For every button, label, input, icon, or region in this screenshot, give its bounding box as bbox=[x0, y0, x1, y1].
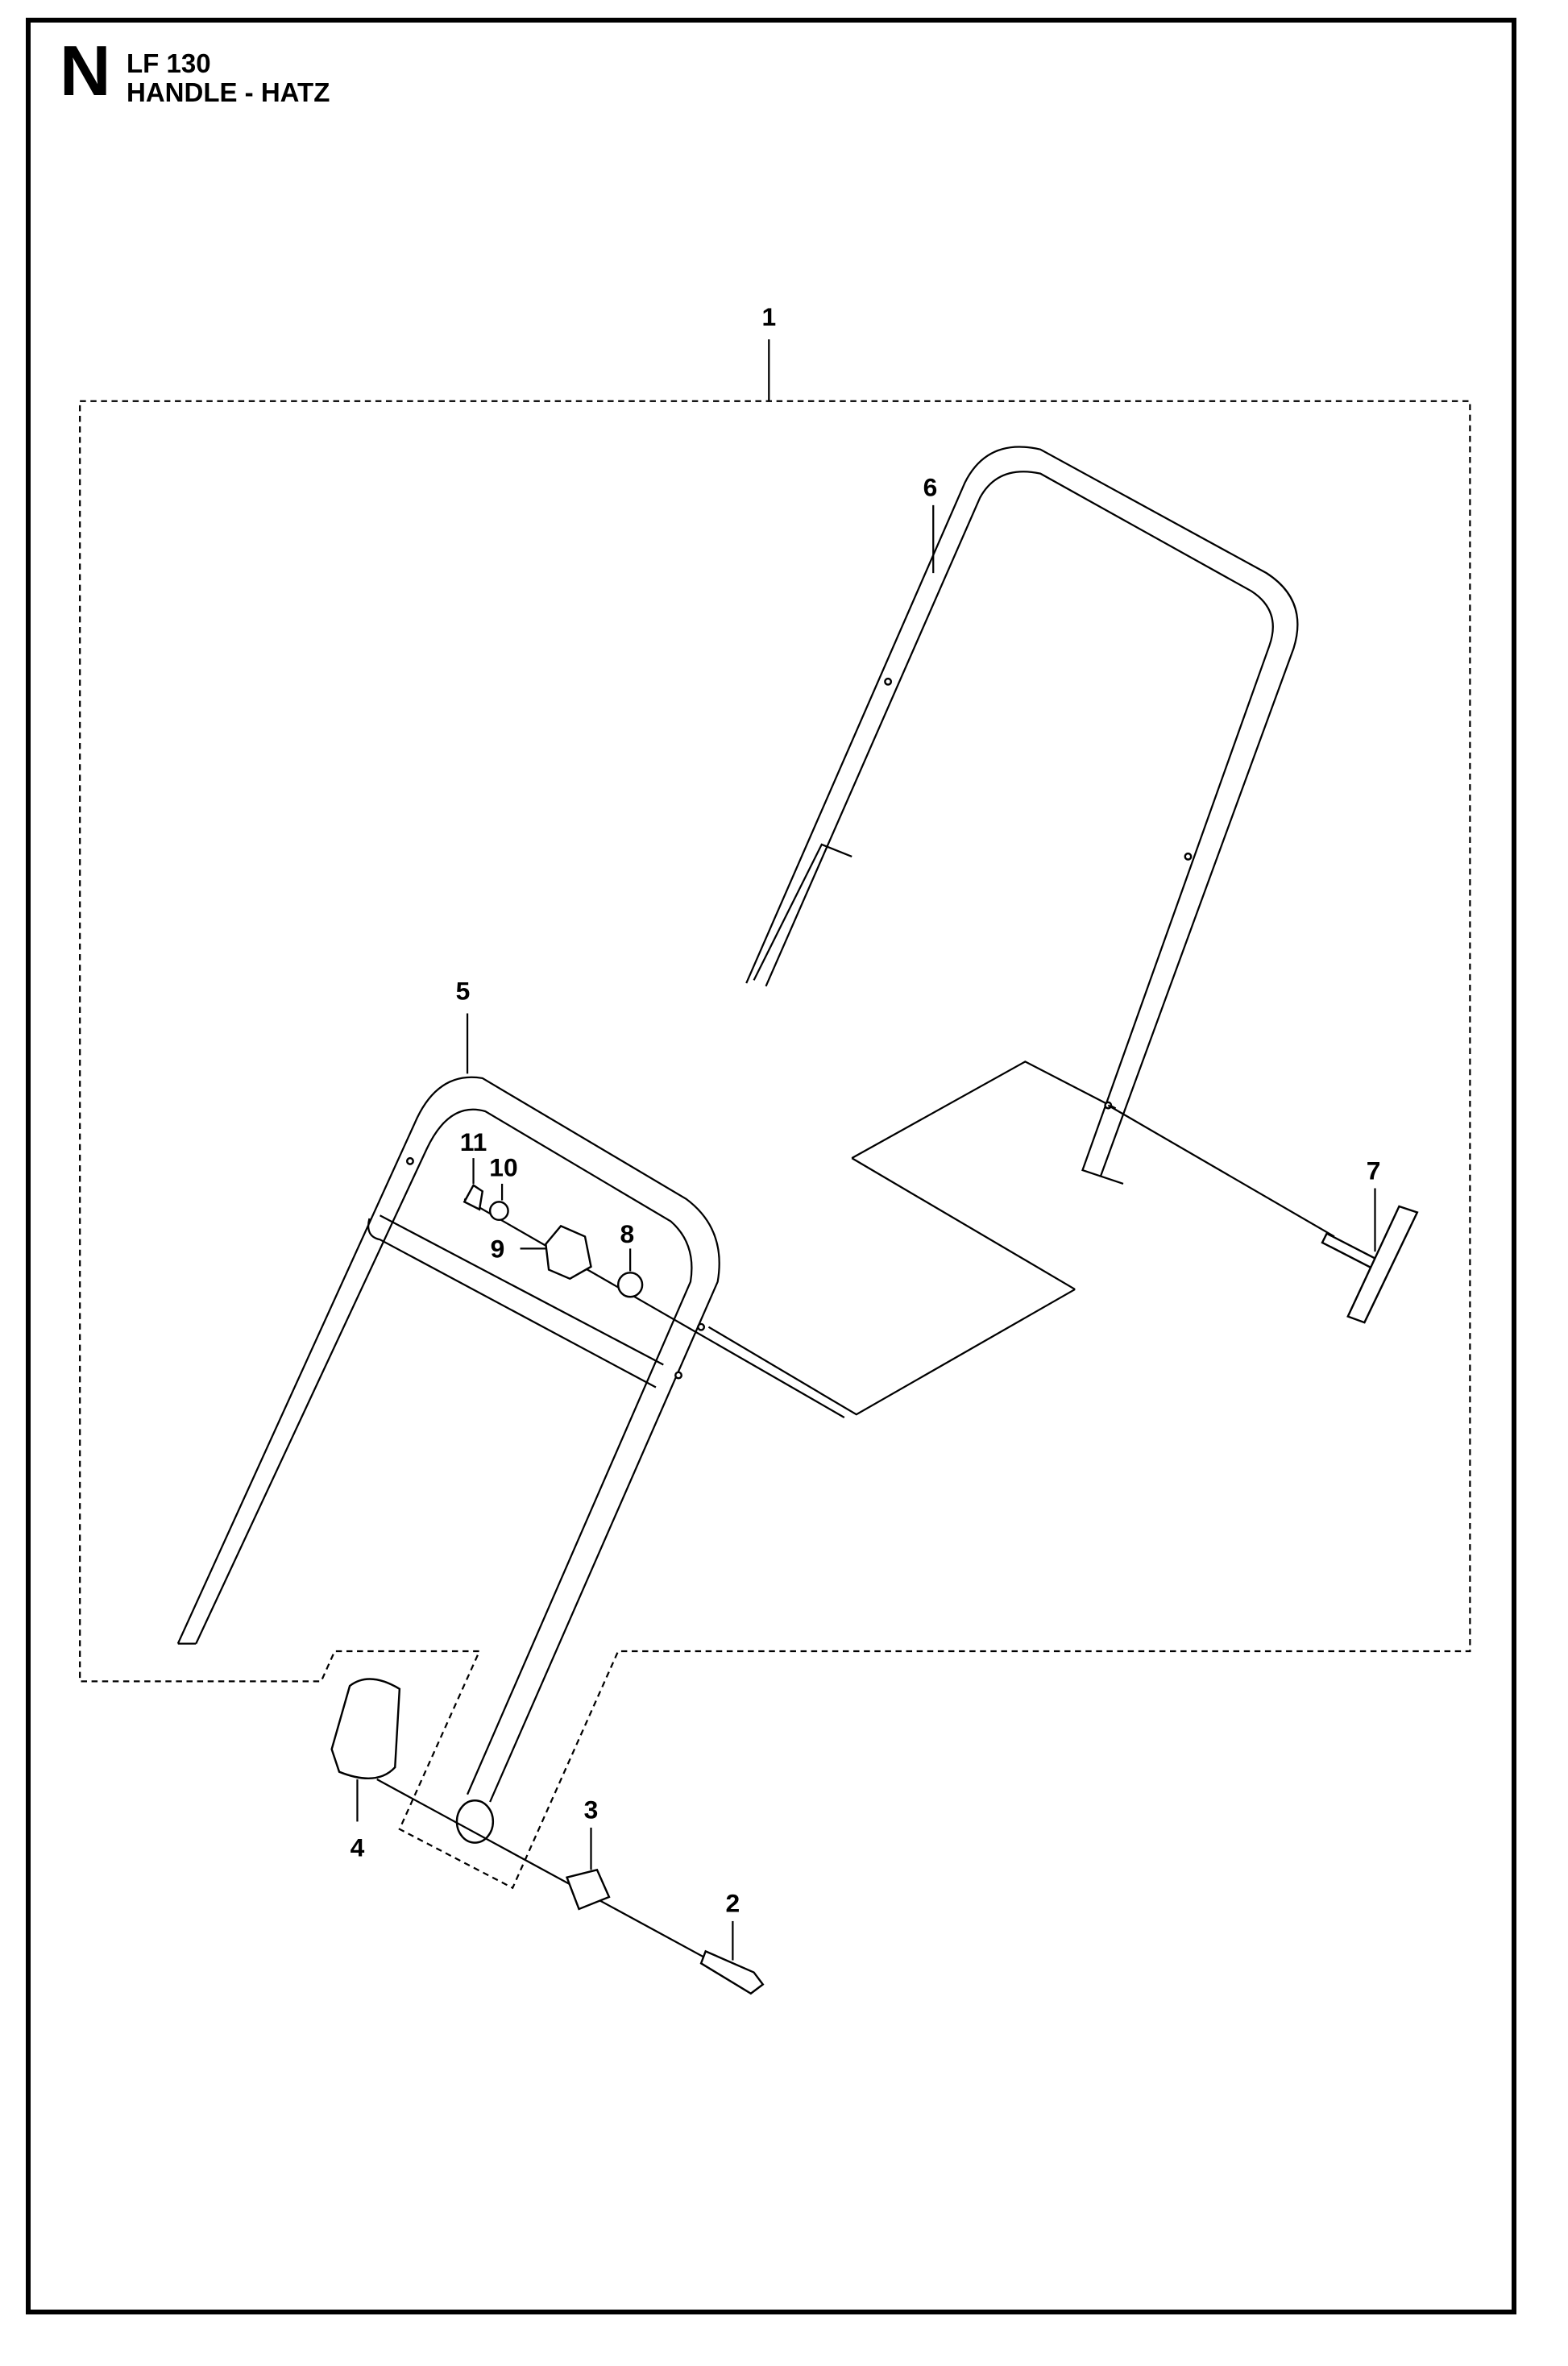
callout-6: 6 bbox=[923, 473, 938, 502]
knob-axis bbox=[463, 1198, 845, 1418]
spacer-part-3 bbox=[565, 1868, 611, 1911]
callout-9: 9 bbox=[491, 1235, 505, 1264]
washer-part-10 bbox=[488, 1201, 509, 1222]
callout-8: 8 bbox=[620, 1219, 635, 1248]
callout-5: 5 bbox=[456, 977, 471, 1006]
callout-3: 3 bbox=[584, 1795, 599, 1824]
model-name: LF 130 bbox=[127, 48, 211, 78]
callout-4: 4 bbox=[351, 1833, 365, 1862]
mounting-plate bbox=[707, 1061, 1117, 1416]
page-frame bbox=[26, 18, 1516, 2314]
upper-handle-part-6 bbox=[745, 446, 1299, 1185]
knob-part-9 bbox=[545, 1224, 592, 1281]
callout-10: 10 bbox=[489, 1153, 517, 1182]
diagram-title: HANDLE - HATZ bbox=[127, 77, 330, 107]
rod-line bbox=[1107, 1104, 1335, 1238]
lower-handle-part-5 bbox=[176, 1076, 720, 1844]
pin-part-7 bbox=[1321, 1232, 1381, 1272]
section-letter: N bbox=[60, 31, 111, 110]
t-handle-part-7 bbox=[1346, 1205, 1419, 1324]
clamp-part-4 bbox=[330, 1678, 401, 1780]
callout-7: 7 bbox=[1367, 1156, 1381, 1185]
axle-line bbox=[376, 1779, 724, 1969]
bolt-part-2 bbox=[699, 1949, 765, 1995]
callout-2: 2 bbox=[726, 1889, 740, 1918]
assembly-boundary bbox=[79, 400, 1471, 1890]
clip-part-11 bbox=[463, 1184, 484, 1211]
callout-1: 1 bbox=[761, 302, 776, 331]
callout-11: 11 bbox=[460, 1127, 487, 1156]
cap-part-8 bbox=[616, 1272, 644, 1298]
